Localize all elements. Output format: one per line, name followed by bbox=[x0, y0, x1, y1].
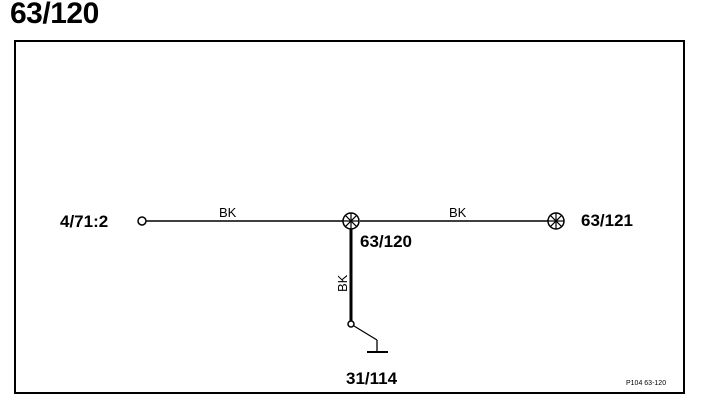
ground-symbol-icon bbox=[347, 320, 388, 353]
page-title: 63/120 bbox=[10, 0, 99, 30]
wire-label-right: BK bbox=[449, 205, 467, 220]
node-label-ground: 31/114 bbox=[346, 369, 398, 388]
drawing-reference-code: P104 63-120 bbox=[626, 380, 666, 387]
open-circle-terminal-icon bbox=[137, 216, 147, 226]
wire-label-down: BK bbox=[335, 274, 350, 292]
node-label-splice-right: 63/121 bbox=[581, 211, 633, 230]
crossed-circle-splice-icon bbox=[547, 212, 565, 230]
diagram-frame bbox=[14, 40, 685, 394]
crossed-circle-splice-icon bbox=[342, 212, 360, 230]
node-label-splice-center: 63/120 bbox=[360, 232, 412, 251]
node-label-connector-left: 4/71:2 bbox=[60, 212, 108, 231]
wire-label-left: BK bbox=[219, 205, 237, 220]
